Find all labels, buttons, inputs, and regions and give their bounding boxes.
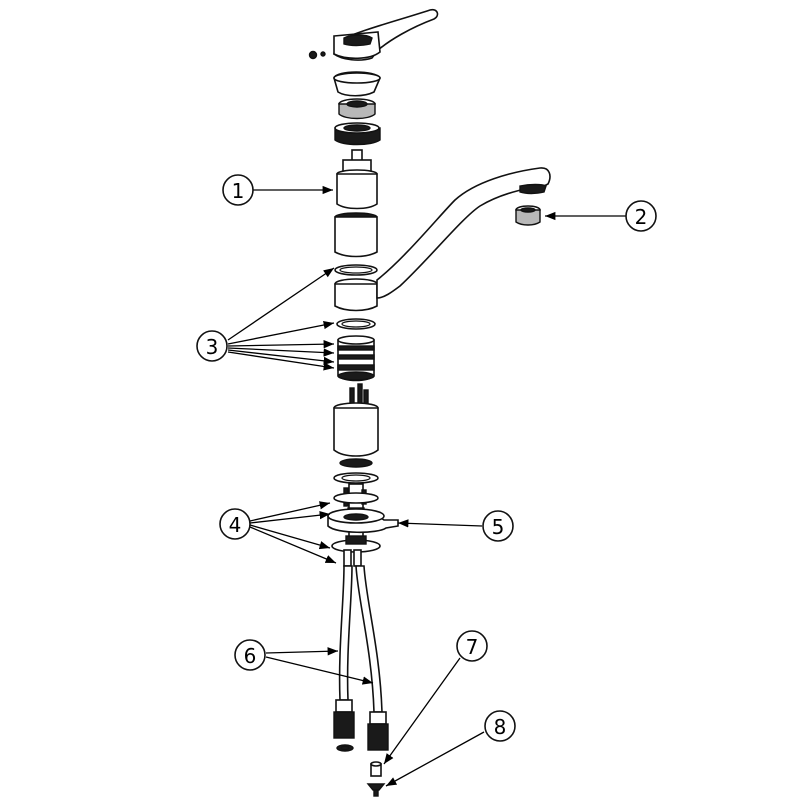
valve-body bbox=[333, 383, 379, 457]
ring-nut bbox=[334, 122, 381, 146]
callout-6-label: 6 bbox=[244, 644, 257, 668]
callout-8: 8 bbox=[484, 710, 516, 742]
callout-4-label: 4 bbox=[229, 513, 242, 537]
horseshoe-bracket bbox=[327, 508, 399, 534]
callout-7-label: 7 bbox=[466, 635, 479, 659]
check-valve bbox=[366, 783, 386, 797]
spout bbox=[376, 167, 551, 299]
o-ring-middle bbox=[336, 318, 376, 330]
leader-lines bbox=[227, 185, 626, 787]
callout-1: 1 bbox=[222, 174, 254, 206]
callout-1-label: 1 bbox=[232, 179, 245, 203]
cap-cover bbox=[333, 71, 381, 97]
callout-7: 7 bbox=[456, 630, 488, 662]
callout-2: 2 bbox=[625, 200, 657, 232]
callout-6: 6 bbox=[234, 639, 266, 671]
callout-5-label: 5 bbox=[492, 515, 505, 539]
sleeve bbox=[334, 212, 378, 258]
diverter-body bbox=[337, 335, 375, 382]
filter bbox=[370, 761, 382, 777]
aerator bbox=[515, 205, 541, 226]
callout-3: 3 bbox=[196, 330, 228, 362]
cartridge bbox=[336, 149, 378, 210]
lower-washer-nut bbox=[331, 535, 381, 567]
callout-3-label: 3 bbox=[206, 335, 219, 359]
base-gaskets bbox=[333, 458, 379, 484]
callout-8-label: 8 bbox=[494, 715, 507, 739]
callout-4: 4 bbox=[219, 508, 251, 540]
spout-collar bbox=[334, 278, 378, 312]
retaining-nut bbox=[338, 98, 376, 120]
lever-handle bbox=[308, 8, 439, 61]
o-ring-top bbox=[334, 264, 378, 276]
callout-5: 5 bbox=[482, 510, 514, 542]
callout-2-label: 2 bbox=[635, 205, 648, 229]
supply-hoses bbox=[333, 565, 389, 752]
